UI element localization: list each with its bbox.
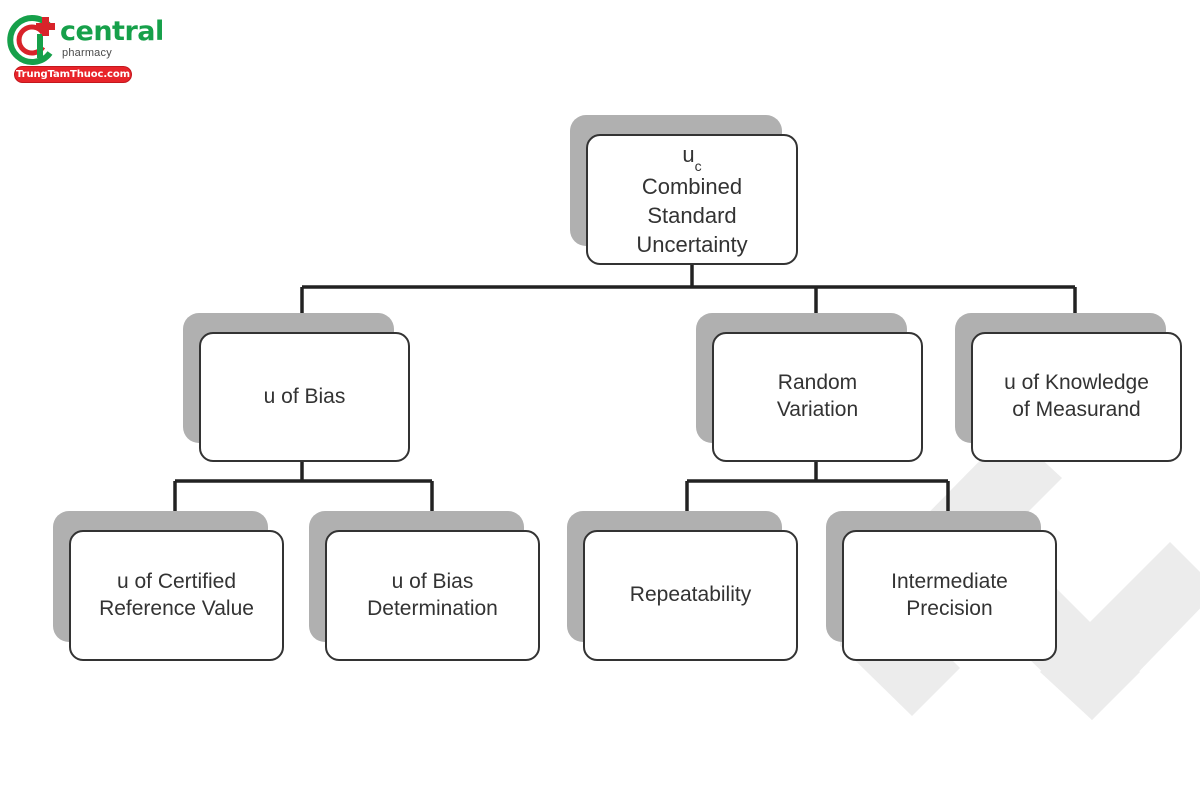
node-subscript: c	[694, 158, 702, 175]
node-u-of-knowledge-of-measurand[interactable]: u of Knowledge of Measurand	[955, 313, 1182, 462]
node-random-variation[interactable]: Random Variation	[696, 313, 923, 462]
logo-brand-name: central	[60, 16, 164, 47]
logo-wordmark: central pharmacy	[60, 18, 164, 64]
node-label: Random Variation	[776, 371, 859, 421]
node-card: u of Bias	[199, 332, 410, 462]
node-symbol: u	[682, 142, 695, 168]
node-repeatability[interactable]: Repeatability	[567, 511, 798, 661]
node-intermediate-precision[interactable]: Intermediate Precision	[826, 511, 1057, 661]
node-label: Repeatability	[629, 583, 752, 607]
node-text: Combined Standard Uncertainty	[636, 173, 748, 257]
node-card: u of Certified Reference Value	[69, 530, 284, 661]
logo-tagline: pharmacy	[62, 47, 112, 59]
node-label: Intermediate Precision	[891, 569, 1008, 620]
central-pharmacy-logo-icon	[7, 15, 55, 65]
node-card: u of Bias Determination	[325, 530, 540, 661]
node-u-of-bias-determination[interactable]: u of Bias Determination	[309, 511, 540, 661]
node-label: u of Bias	[263, 384, 346, 408]
node-u-of-bias[interactable]: u of Bias	[183, 313, 410, 462]
node-label: u of Certified Reference Value	[99, 569, 254, 620]
logo-url-ribbon: TrungTamThuoc.com	[14, 66, 132, 83]
logo-url-text: TrungTamThuoc.com	[16, 69, 130, 80]
node-card: Intermediate Precision	[842, 530, 1057, 661]
node-card: Random Variation	[712, 332, 923, 462]
node-label: u of Knowledge of Measurand	[1004, 371, 1149, 421]
site-logo: central pharmacy TrungTamThuoc.com	[6, 14, 164, 86]
node-label: u of Bias Determination	[367, 569, 498, 620]
node-card: u of Knowledge of Measurand	[971, 332, 1182, 462]
node-u-of-certified-reference-value[interactable]: u of Certified Reference Value	[53, 511, 284, 661]
node-card: Repeatability	[583, 530, 798, 661]
